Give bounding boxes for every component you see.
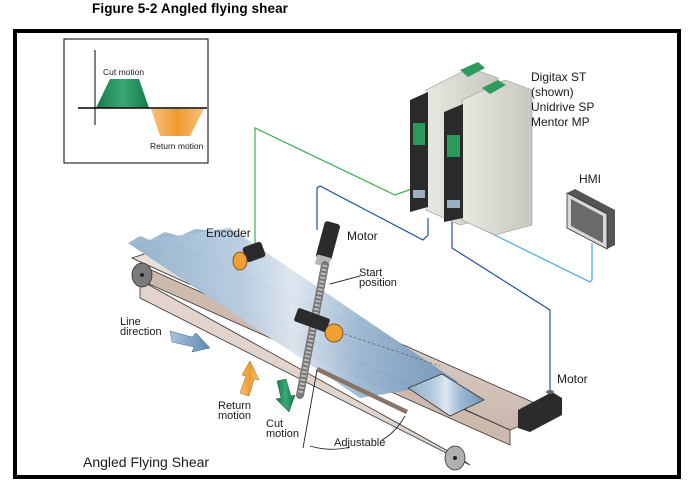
cut-motion-trapezoid: [96, 79, 149, 108]
drive-1-front-panel: [410, 92, 428, 212]
return-motion-label: Return motion: [150, 141, 204, 151]
adjustable-angle-indicator: [302, 369, 406, 450]
lead-screw: [296, 261, 329, 399]
cut-motion-label-2: motion: [266, 428, 299, 440]
return-motion-trapezoid: [151, 109, 204, 136]
line-direction-label-2: direction: [120, 326, 162, 338]
start-position-leader: [329, 275, 361, 285]
servo-drives: [410, 62, 533, 236]
shear-motor: [316, 221, 340, 261]
motion-profile-inset: Cut motion Return motion: [63, 38, 209, 164]
conveyor-belt: [128, 228, 458, 398]
cut-sheet: [407, 373, 485, 417]
encoder-label: Encoder: [206, 226, 251, 240]
cut-motion-label-1: Cut: [266, 418, 283, 430]
line-direction-label-1: Line: [120, 316, 141, 328]
drives-label-line-3: Unidrive SP: [531, 100, 594, 114]
encoder-cable: [254, 127, 418, 250]
hmi-cable: [459, 217, 593, 283]
cutter-wheel: [324, 323, 344, 343]
drive-2-logo-panel: [447, 135, 460, 157]
shear-motor-label: Motor: [347, 229, 378, 243]
cutter-carriage: [294, 308, 330, 332]
drives-label-line-4: Mentor MP: [531, 115, 590, 129]
figure-caption: Angled Flying Shear: [83, 454, 209, 470]
drives-label-line-1: Digitax ST: [531, 70, 587, 84]
conveyor-motor-cable: [451, 218, 551, 390]
cut-motion-arrow: [275, 378, 296, 413]
conveyor-motor-label: Motor: [557, 372, 588, 386]
shear-motor-cable: [316, 185, 429, 241]
line-direction-arrow: [169, 330, 211, 353]
figure-frame: [13, 29, 681, 479]
cut-motion-label: Cut motion: [103, 67, 144, 77]
shear-assembly: [294, 221, 441, 399]
encoder: [232, 241, 266, 271]
conveyor-motor: [518, 390, 562, 432]
drive-2-front-panel: [444, 104, 463, 222]
return-motion-label-1: Return: [218, 400, 251, 412]
start-position-label-2: position: [359, 277, 397, 289]
hmi-label: HMI: [579, 172, 601, 186]
return-motion-arrow: [239, 360, 260, 397]
start-position-label-1: Start: [359, 267, 382, 279]
drive-1-logo-panel: [413, 123, 425, 145]
figure-title: Figure 5-2 Angled flying shear: [92, 1, 289, 16]
return-motion-label-2: motion: [218, 410, 251, 422]
conveyor: [128, 228, 557, 471]
adjustable-label: Adjustable: [334, 437, 385, 449]
hmi-panel: [566, 189, 615, 250]
encoder-wheel: [232, 251, 248, 271]
cables: [254, 127, 593, 390]
drives-label-line-2: (shown): [531, 85, 574, 99]
